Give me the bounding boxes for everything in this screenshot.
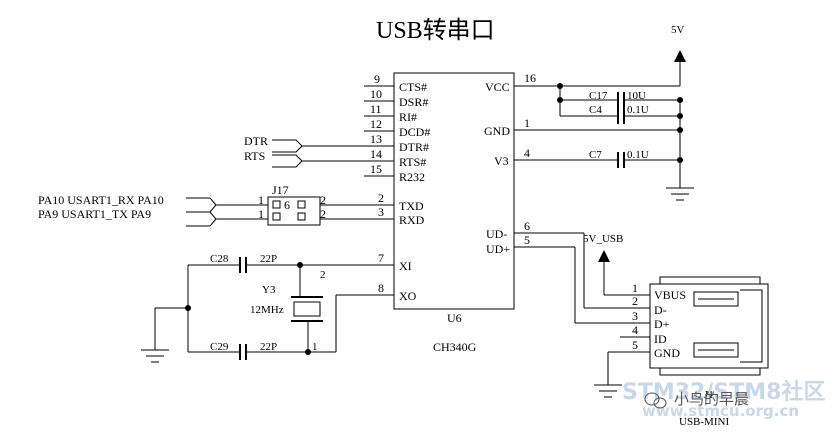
usb-data-lines (574, 233, 650, 324)
usb-pin-name-gnd: GND (654, 346, 680, 360)
pin-num-15: 15 (370, 162, 382, 176)
crystal-pin2: 2 (320, 269, 326, 281)
pin-name-udm: UD- (486, 227, 507, 241)
pin-name-xi: XI (399, 259, 412, 273)
usb-pin-num-1: 1 (632, 281, 638, 295)
pin-name-rts: RTS# (399, 155, 426, 169)
schematic-title: USB转串口 (376, 17, 495, 44)
crystal-circuit (141, 257, 337, 363)
watermark-site-url: www.stmcu.org.cn (642, 402, 799, 420)
usb-pin-name-id: ID (654, 332, 667, 346)
cap-c29-value: 22P (260, 341, 277, 353)
pin-name-v3: V3 (494, 154, 509, 168)
pin-name-rxd: RXD (399, 213, 425, 227)
crystal-ref: Y3 (262, 284, 276, 296)
decoupling-caps (557, 83, 683, 188)
usb-pin-num-3: 3 (632, 309, 638, 323)
port-pa9-label: PA9 USART1_TX PA9 (38, 207, 151, 221)
usb-ref: J1 (704, 389, 714, 401)
cap-c29-ref: C29 (210, 341, 229, 353)
usb-pin-num-4: 4 (632, 323, 638, 337)
watermark-site-name: STM32/STM8社区 (622, 379, 825, 405)
cap-c28-ref: C28 (210, 253, 229, 265)
vusb-symbol (598, 250, 650, 296)
pin-num-13: 13 (370, 132, 382, 146)
pin-num-2: 2 (378, 191, 384, 205)
pin-num-4: 4 (524, 146, 530, 160)
wechat-icon (644, 392, 667, 409)
cap-c4-value: 0.1U (627, 104, 649, 116)
chip-ref: U6 (447, 311, 462, 325)
pin-name-gnd: GND (484, 124, 510, 138)
cap-c17-ref: C17 (589, 90, 608, 102)
pin-name-dcd: DCD# (399, 125, 430, 139)
watermark-author: 小鸟的早晨 (674, 390, 749, 408)
chip-left-pins (300, 85, 394, 296)
dtr-rts-ports (272, 139, 330, 168)
cap-c28-value: 22P (260, 253, 277, 265)
usb-pin-name-dp: D+ (654, 317, 670, 331)
ground-symbol-right (666, 187, 694, 201)
jumper-pin-b: 2 (320, 193, 326, 207)
usb-pin-num-5: 5 (632, 338, 638, 352)
pin-num-14: 14 (370, 147, 382, 161)
pin-num-3: 3 (378, 205, 384, 219)
pin-name-txd: TXD (399, 199, 424, 213)
pin-num-10: 10 (370, 87, 382, 101)
pin-num-9: 9 (374, 72, 380, 86)
jumper-pin-c: 6 (284, 198, 290, 212)
cap-c7-ref: C7 (589, 149, 602, 161)
chip-body (393, 72, 515, 310)
cap-c17-value: 10U (627, 90, 646, 102)
jumper-pin-d: 1 (258, 207, 264, 221)
pin-name-ri: RI# (399, 110, 417, 124)
usb-pin-name-dm: D- (654, 303, 667, 317)
uart-ports (186, 197, 268, 227)
pin-num-16: 16 (524, 71, 536, 85)
chip-right-pins (514, 85, 680, 248)
vcc-5v-symbol (560, 50, 686, 87)
usb-part: USB-MINI (679, 416, 729, 428)
pin-name-xo: XO (399, 289, 417, 303)
pin-num-5: 5 (524, 233, 530, 247)
vusb-label: 5V_USB (583, 233, 623, 245)
pin-name-vcc: VCC (485, 80, 510, 94)
pin-num-11: 11 (370, 102, 382, 116)
jumper-ref: J17 (272, 183, 289, 197)
usb-pin-name-vbus: VBUS (654, 288, 686, 302)
pin-num-8: 8 (378, 281, 384, 295)
pin-name-udp: UD+ (486, 242, 510, 256)
usb-pin-stubs (594, 336, 650, 398)
pin-name-dtr: DTR# (399, 140, 429, 154)
pin-num-12: 12 (370, 117, 382, 131)
cap-c7-value: 0.1U (627, 149, 649, 161)
jumper-j17 (267, 196, 321, 226)
chip-part: CH340G (433, 340, 477, 354)
port-pa10-label: PA10 USART1_RX PA10 (38, 193, 164, 207)
cap-c4-ref: C4 (589, 104, 602, 116)
pin-num-1: 1 (524, 116, 530, 130)
pin-num-6: 6 (524, 219, 530, 233)
jumper-pin-a: 1 (258, 193, 264, 207)
pin-name-cts: CTS# (399, 80, 427, 94)
usb-mini-connector (649, 276, 769, 376)
jumper-pin-e: 2 (320, 207, 326, 221)
port-rts-label: RTS (244, 149, 265, 163)
usb-pin-num-2: 2 (632, 294, 638, 308)
vcc-5v-label: 5V (671, 24, 685, 36)
pin-name-dsr: DSR# (399, 95, 428, 109)
pin-name-r232: R232 (399, 170, 425, 184)
crystal-freq: 12MHz (250, 304, 284, 316)
crystal-pin1: 1 (312, 341, 318, 353)
port-dtr-label: DTR (244, 134, 268, 148)
pin-num-7: 7 (378, 251, 384, 265)
